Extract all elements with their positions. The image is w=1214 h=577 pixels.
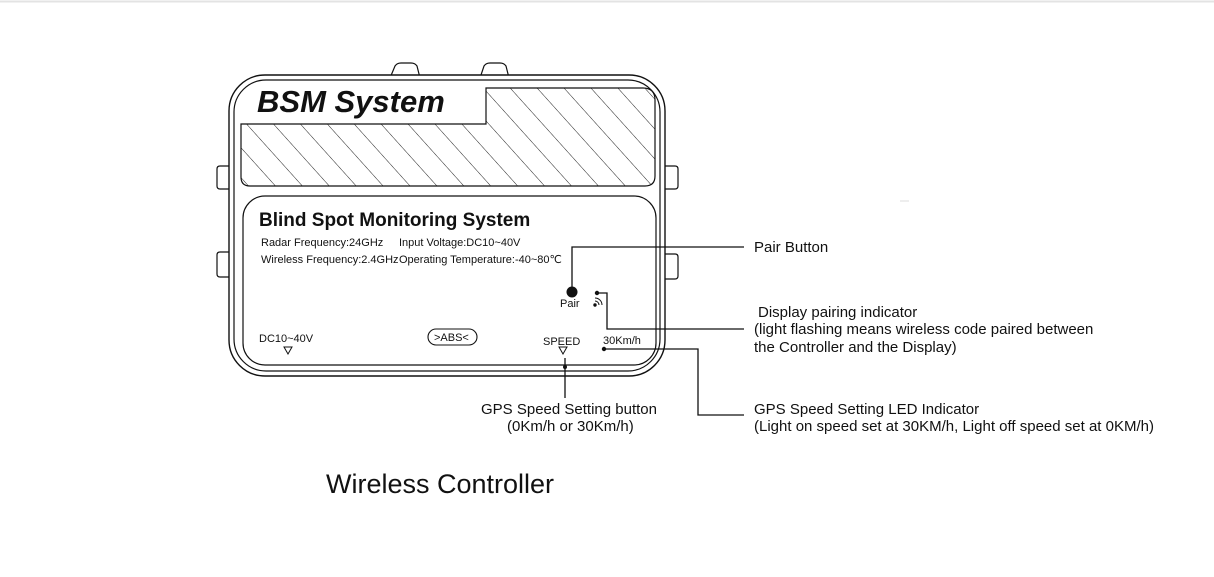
panel-title: Blind Spot Monitoring System — [259, 210, 530, 231]
top-tab-left — [389, 62, 421, 79]
pairing-indicator-dot — [594, 290, 600, 296]
callout-gps-button-line1: GPS Speed Setting button — [481, 401, 657, 418]
leader-lines — [564, 246, 744, 416]
spec-wireless: Wireless Frequency:2.4GHz — [261, 254, 399, 266]
speed-button-lead-dot — [563, 365, 567, 369]
speed-value-label: 30Km/h — [603, 335, 641, 347]
callout-pairing-line3: the Controller and the Display) — [754, 339, 957, 356]
top-tab-right — [479, 62, 510, 79]
abs-badge — [427, 328, 478, 346]
speed-button-arrow-icon[interactable] — [558, 346, 568, 356]
side-tab-right-lower — [664, 253, 679, 280]
speed-label[interactable]: SPEED — [543, 336, 580, 348]
hatched-area-outline — [240, 87, 656, 187]
pair-label: Pair — [560, 298, 580, 310]
side-tab-right-upper — [664, 165, 679, 190]
side-tab-left-lower — [216, 251, 231, 278]
callout-pair-button: Pair Button — [754, 239, 828, 256]
spec-input: Input Voltage:DC10~40V — [399, 237, 521, 249]
callout-pairing-title: Display pairing indicator — [758, 304, 917, 321]
dc-label: DC10~40V — [259, 333, 314, 345]
spec-temp: Operating Temperature:-40~80℃ — [399, 254, 562, 266]
side-tab-left-upper — [216, 165, 231, 190]
wireless-signal-icon — [593, 297, 603, 307]
callout-gps-led-line1: GPS Speed Setting LED Indicator — [754, 401, 979, 418]
brand-title: BSM System — [257, 84, 445, 119]
control-panel — [242, 195, 657, 366]
callout-gps-button-line2: (0Km/h or 30Km/h) — [507, 418, 634, 435]
dc-connector-arrow-icon — [283, 346, 293, 356]
callout-gps-led-line2: (Light on speed set at 30KM/h, Light off… — [754, 418, 1154, 435]
abs-label: >ABS< — [434, 332, 469, 344]
spec-radar: Radar Frequency:24GHz — [261, 237, 383, 249]
housing-inner — [233, 79, 661, 372]
diagram-caption: Wireless Controller — [326, 469, 554, 499]
pair-button-dot[interactable] — [566, 286, 578, 298]
gps-led-dot — [601, 346, 607, 352]
callout-pairing-line2: (light flashing means wireless code pair… — [754, 321, 1093, 338]
